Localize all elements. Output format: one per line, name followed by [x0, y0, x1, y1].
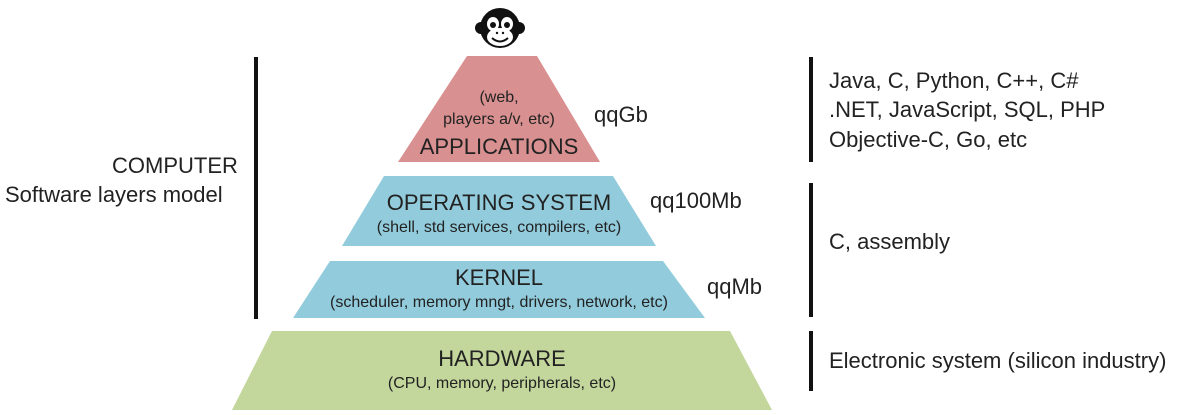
system-languages: C, assembly — [829, 229, 951, 254]
applications-layer — [398, 56, 600, 162]
applications-sub1: (web, — [479, 89, 519, 106]
os-size: qq100Mb — [650, 188, 742, 213]
kernel-size: qqMb — [707, 274, 763, 299]
hardware-sub: (CPU, memory, peripherals, etc) — [387, 375, 617, 392]
left-bracket — [254, 57, 258, 319]
applications-size: qqGb — [594, 102, 648, 127]
os-sub: (shell, std services, compilers, etc) — [376, 219, 622, 236]
applications-title: APPLICATIONS — [419, 134, 579, 159]
languages-line3: Objective-C, Go, etc — [829, 127, 1028, 152]
os-title: OPERATING SYSTEM — [386, 190, 612, 215]
monkey-face-icon — [475, 8, 525, 48]
kernel-layer — [293, 261, 705, 318]
hardware-layer — [232, 331, 772, 410]
right-bracket-system — [809, 183, 813, 317]
right-bracket-applications — [809, 57, 813, 162]
hardware-title: HARDWARE — [438, 346, 566, 371]
left-label-line2: Software layers model — [5, 182, 223, 207]
kernel-sub: (scheduler, memory mngt, drivers, networ… — [330, 294, 668, 311]
left-label-line1: COMPUTER — [112, 153, 238, 178]
languages-line2: .NET, JavaScript, SQL, PHP — [829, 97, 1106, 122]
hardware-description: Electronic system (silicon industry) — [829, 348, 1167, 373]
kernel-title: KERNEL — [454, 265, 544, 290]
applications-sub2: players a/v, etc) — [443, 111, 555, 128]
languages-line1: Java, C, Python, C++, C# — [829, 68, 1079, 93]
right-bracket-hardware — [809, 331, 813, 391]
os-layer — [342, 176, 656, 246]
